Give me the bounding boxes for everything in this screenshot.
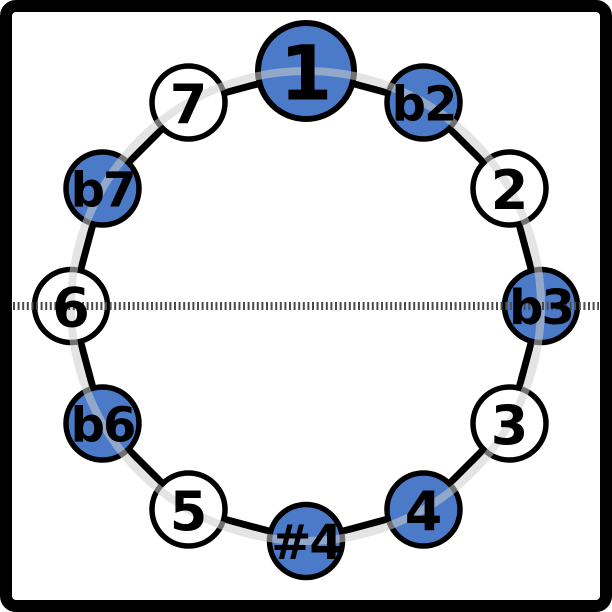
faint-ring	[67, 67, 545, 545]
node-label-b3: b3	[509, 280, 573, 336]
node-label-b2: b2	[392, 77, 456, 133]
node-label-6: 6	[52, 277, 90, 340]
node-label-2: 2	[491, 159, 529, 222]
node-label-4: 4	[405, 480, 443, 543]
node-label-b7: b7	[71, 163, 135, 219]
node-label-3: 3	[491, 394, 529, 457]
node-label-1: 1	[280, 29, 333, 118]
node-label-b6: b6	[71, 398, 135, 454]
node-labels: 1 b2 2 b3 3 4 #4 5 b6 6 b7 7	[52, 29, 575, 572]
node-label-7: 7	[170, 73, 208, 136]
node-label-sharp4: #4	[271, 515, 341, 571]
node-label-5: 5	[170, 480, 208, 543]
